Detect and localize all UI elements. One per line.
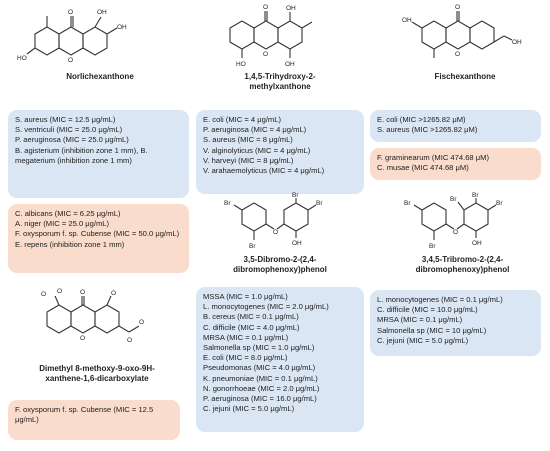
- tribromo-name: 3,4,5-Tribromo-2-(2,4-dibromophenoxy)phe…: [415, 255, 510, 274]
- tribromo-antibacterial-box: L. monocytogenes (MIC = 0.1 μg/mL) C. di…: [370, 290, 541, 356]
- atom-br: Br: [249, 243, 256, 250]
- list-item: S. ventriculi (MIC = 25.0 μg/mL): [15, 125, 123, 135]
- atom-o-ester: O: [41, 291, 46, 298]
- list-item: V. arahaemolyticus (MIC = 4 μg/mL): [203, 166, 325, 176]
- list-item: MRSA (MIC = 0.1 μg/mL): [377, 315, 463, 325]
- list-item: L. monocytogenes (MIC = 2.0 μg/mL): [203, 302, 329, 312]
- list-item: F. oxysporum f. sp. Cubense (MIC = 12.5 …: [15, 405, 154, 425]
- atom-o-ester: OH: [402, 17, 412, 24]
- list-item: E. coli (MIC = 4 μg/mL): [203, 115, 282, 124]
- list-item: V. harveyi (MIC = 8 μg/mL): [203, 155, 294, 165]
- list-item: V. alginolyticus (MIC = 4 μg/mL): [203, 145, 311, 155]
- atom-o-ether: O: [273, 229, 278, 236]
- list-item: P. aeruginosa (MIC = 16.0 μg/mL): [203, 394, 317, 404]
- list-item: A. niger (MIC = 25.0 μg/mL): [15, 219, 110, 229]
- list-item: Salmonella sp (MIC = 10 μg/mL): [377, 325, 487, 335]
- dibromo-name: 3,5-Dibromo-2-(2,4-dibromophenoxy)phenol: [233, 255, 327, 274]
- atom-oh: OH: [472, 240, 482, 247]
- atom-o-ester: O: [139, 319, 144, 326]
- atom-o-ring: O: [263, 51, 268, 58]
- atom-o-methoxy: O: [111, 290, 116, 297]
- atom-o-carbonyl: O: [455, 4, 460, 11]
- dimethyl-structure: O O O O O O O: [41, 288, 144, 344]
- atom-oh-right: OH: [512, 39, 522, 46]
- fischexanthone-name: Fischexanthone: [434, 72, 496, 81]
- list-item: F. graminearum (MIC 474.68 μM): [377, 153, 489, 162]
- norlichexanthone-antifungal-box: C. albicans (MIC = 6.25 μg/mL) A. niger …: [8, 204, 189, 273]
- norlichexanthone-name: Norlichexanthone: [66, 72, 134, 81]
- norlichexanthone-antibacterial-box: S. aureus (MIC = 12.5 μg/mL) S. ventricu…: [8, 110, 189, 198]
- dibromo-structure: Br Br Br O Br OH: [224, 192, 323, 250]
- fischexanthone-antifungal-box: F. graminearum (MIC 474.68 μM) C. musae …: [370, 148, 541, 180]
- atom-o-carbonyl: O: [263, 4, 268, 11]
- dimethyl-antifungal-box: F. oxysporum f. sp. Cubense (MIC = 12.5 …: [8, 400, 180, 440]
- list-item: L. monocytogenes (MIC = 0.1 μg/mL): [377, 295, 503, 304]
- list-item: B. agisterium (inhibition zone 1 mm), B.…: [15, 145, 148, 165]
- atom-br: Br: [429, 243, 436, 250]
- dimethyl-name: Dimethyl 8-methoxy-9-oxo-9H-xanthene-1,6…: [39, 364, 155, 383]
- atom-o-carbonyl: O: [80, 289, 85, 296]
- list-item: S. aureus (MIC = 12.5 μg/mL): [15, 115, 116, 124]
- atom-oh-bottom: OH: [285, 61, 295, 68]
- atom-br: Br: [224, 200, 231, 207]
- list-item: C. difficile (MIC = 10.0 μg/mL): [377, 305, 478, 315]
- atom-ho-bottom: HO: [236, 61, 246, 68]
- atom-o-ring: O: [455, 51, 460, 58]
- atom-o-ring: O: [68, 57, 73, 64]
- atom-br: Br: [316, 200, 323, 207]
- atom-br: Br: [472, 192, 479, 199]
- list-item: MSSA (MIC = 1.0 μg/mL): [203, 292, 288, 301]
- list-item: C. difficile (MIC = 4.0 μg/mL): [203, 322, 300, 332]
- fischexanthone-structure: O OH O OH: [402, 4, 522, 58]
- norlichexanthone-structure: OH OH HO O O: [17, 9, 127, 64]
- atom-o-ring: O: [80, 335, 85, 342]
- list-item: C. musae (MIC 474.68 μM): [377, 163, 469, 173]
- list-item: S. aureus (MIC >1265.82 μM): [377, 125, 478, 135]
- list-item: P. aeruginosa (MIC = 25.0 μg/mL): [15, 135, 129, 145]
- list-item: C. jejuni (MIC = 5.0 μg/mL): [203, 404, 295, 414]
- list-item: Pseudomonas (MIC = 4.0 μg/mL): [203, 363, 316, 373]
- trihydroxy-name: 1,4,5-Trihydroxy-2-methylxanthone: [244, 72, 316, 91]
- list-item: C. jejuni (MIC = 5.0 μg/mL): [377, 335, 469, 345]
- atom-oh: OH: [292, 240, 302, 247]
- atom-o-ether: O: [453, 229, 458, 236]
- list-item: E. coli (MIC = 8.0 μg/mL): [203, 353, 288, 363]
- list-item: S. aureus (MIC = 8 μg/mL): [203, 135, 293, 145]
- list-item: MRSA (MIC = 0.1 μg/mL): [203, 332, 289, 342]
- atom-ho-left: HO: [17, 55, 27, 62]
- list-item: F. oxysporum f. sp. Cubense (MIC = 50.0 …: [15, 229, 180, 239]
- list-item: K. pneumoniae (MIC = 0.1 μg/mL): [203, 373, 318, 383]
- atom-br: Br: [404, 200, 411, 207]
- list-item: B. cereus (MIC = 0.1 μg/mL): [203, 312, 299, 322]
- atom-oh-right: OH: [117, 24, 127, 31]
- trihydroxy-antibacterial-box: E. coli (MIC = 4 μg/mL) P. aeruginosa (M…: [196, 110, 364, 194]
- list-item: N. gonorrhoeae (MIC = 2.0 μg/mL): [203, 383, 320, 393]
- tribromo-structure: Br Br Br Br O Br OH: [404, 192, 503, 250]
- atom-oh-top: OH: [286, 5, 296, 12]
- fischexanthone-antibacterial-box: E. coli (MIC >1265.82 μM) S. aureus (MIC…: [370, 110, 541, 142]
- atom-oh-top: OH: [97, 9, 107, 16]
- dibromo-antibacterial-box: MSSA (MIC = 1.0 μg/mL) L. monocytogenes …: [196, 287, 364, 432]
- list-item: E. coli (MIC >1265.82 μM): [377, 115, 466, 124]
- atom-br: Br: [450, 196, 457, 203]
- atom-o-ester: O: [57, 288, 62, 295]
- list-item: Salmonella sp (MIC = 1.0 μg/mL): [203, 343, 315, 353]
- atom-br: Br: [496, 200, 503, 207]
- atom-o-carbonyl: O: [68, 9, 73, 16]
- list-item: P. aeruginosa (MIC = 4 μg/mL): [203, 125, 307, 135]
- atom-br: Br: [292, 192, 299, 199]
- list-item: C. albicans (MIC = 6.25 μg/mL): [15, 209, 121, 218]
- trihydroxy-structure: O OH O HO OH: [229, 4, 313, 68]
- atom-o-ester: O: [127, 337, 132, 344]
- list-item: E. repens (inhibition zone 1 mm): [15, 239, 125, 249]
